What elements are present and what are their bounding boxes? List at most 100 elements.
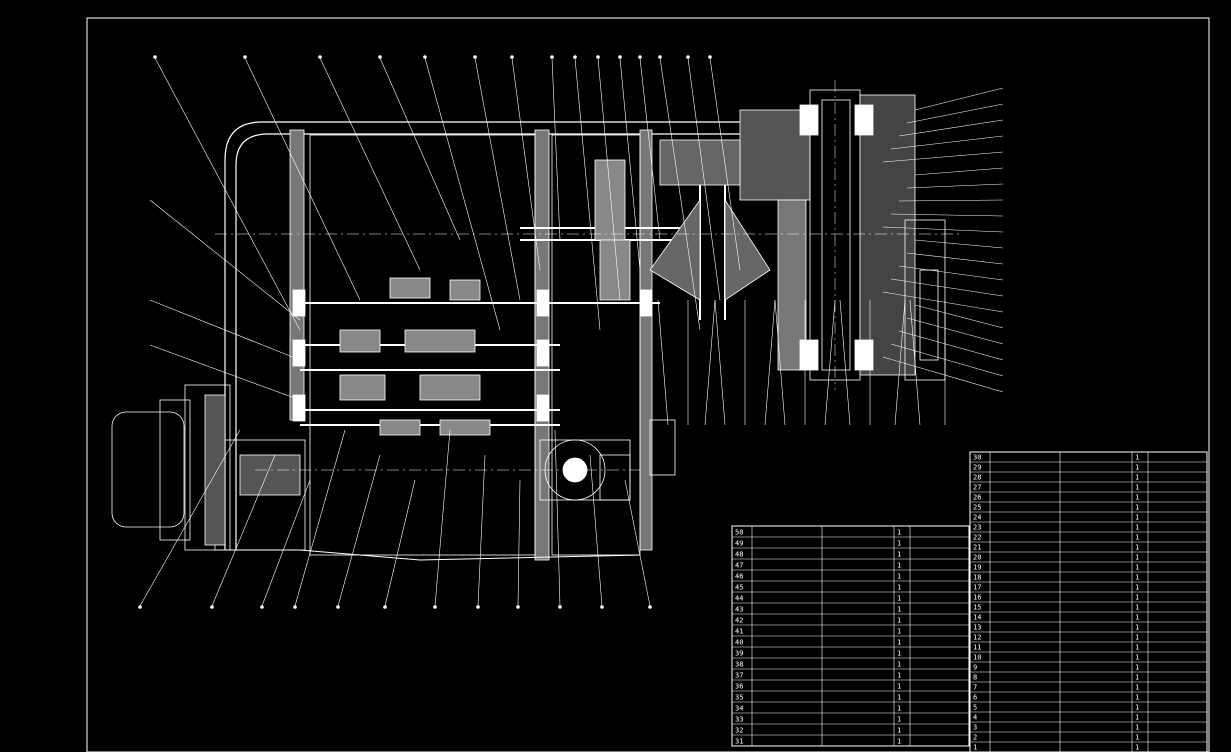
bom-cell: 34 (735, 705, 743, 713)
bom-cell: 1 (1135, 524, 1139, 532)
leader-line (890, 278, 1004, 297)
leader-line (294, 429, 346, 607)
bom-cell: 35 (735, 694, 743, 702)
bom-cell: 33 (735, 716, 743, 724)
bom-cell: 42 (735, 617, 743, 625)
balloon-dot (573, 55, 577, 59)
bom-cell: 18 (973, 574, 981, 582)
balloon-dot (558, 605, 562, 609)
bom-cell: 1 (897, 529, 901, 537)
leader-line (906, 252, 1004, 265)
bom-cell: 15 (973, 604, 981, 612)
bom-cell: 40 (735, 639, 743, 647)
leader-line (898, 265, 1004, 281)
bom-cell: 27 (973, 484, 981, 492)
bom-cell: 1 (1135, 544, 1139, 552)
leader-line (474, 57, 521, 301)
bom-cell: 46 (735, 573, 743, 581)
bom-cell: 1 (897, 683, 901, 691)
leader-line (517, 479, 521, 607)
balloon-dot (600, 605, 604, 609)
bom-cell: 1 (973, 744, 977, 752)
balloon-dot (383, 605, 387, 609)
bom-cell: 1 (1135, 574, 1139, 582)
bom-cell: 11 (973, 644, 981, 652)
leader-line (898, 330, 1004, 361)
bom-cell: 20 (973, 554, 981, 562)
bom-cell: 1 (897, 639, 901, 647)
bom-cell: 25 (973, 504, 981, 512)
balloon-dot (378, 55, 382, 59)
balloon-dot (708, 55, 712, 59)
leader-line (764, 299, 776, 426)
bom-cell: 1 (897, 617, 901, 625)
balloon-dot (686, 55, 690, 59)
bom-cell: 10 (973, 654, 981, 662)
leader-line (597, 57, 621, 301)
bom-cell: 13 (973, 624, 981, 632)
bom-cell: 24 (973, 514, 981, 522)
leader-line (657, 299, 669, 426)
bom-cell: 48 (735, 551, 743, 559)
bom-cell: 43 (735, 606, 743, 614)
bom-cell: 1 (1135, 634, 1139, 642)
bom-cell: 7 (973, 684, 977, 692)
balloon-dot (476, 605, 480, 609)
bom-cell: 31 (735, 738, 743, 746)
leader-line (337, 454, 381, 607)
leader-line (898, 199, 1004, 202)
bom-cell: 1 (1135, 494, 1139, 502)
leader-line (554, 429, 561, 607)
bom-cell: 1 (1135, 684, 1139, 692)
bom-cell: 8 (973, 674, 977, 682)
leader-line (211, 454, 276, 607)
leader-line (914, 304, 1004, 329)
balloon-dot (638, 55, 642, 59)
leader-line (551, 57, 561, 241)
bom-cell: 29 (973, 464, 981, 472)
bom-cell: 5 (973, 704, 977, 712)
bom-cell: 1 (1135, 664, 1139, 672)
bom-cell: 47 (735, 562, 743, 570)
bom-cell: 4 (973, 714, 977, 722)
bom-cell: 1 (1135, 714, 1139, 722)
leader-line (589, 454, 603, 607)
bom-cell: 1 (1135, 554, 1139, 562)
bom-cell: 1 (897, 705, 901, 713)
leader-line (882, 151, 1004, 163)
bom-cell: 32 (735, 727, 743, 735)
leader-line (906, 317, 1004, 345)
bom-cell: 1 (897, 628, 901, 636)
bom-cell: 1 (897, 716, 901, 724)
leader-line (774, 299, 786, 426)
bom-cell: 12 (973, 634, 981, 642)
bom-cell: 1 (1135, 514, 1139, 522)
bom-cell: 36 (735, 683, 743, 691)
bom-cell: 1 (1135, 484, 1139, 492)
leader-line (384, 479, 416, 607)
balloon-dot (473, 55, 477, 59)
bom-cell: 49 (735, 540, 743, 548)
leader-line (434, 429, 451, 607)
balloon-dot (423, 55, 427, 59)
bom-cell: 1 (897, 562, 901, 570)
bom-cell: 1 (1135, 654, 1139, 662)
balloon-dot (153, 55, 157, 59)
bom-cell: 50 (735, 529, 743, 537)
bom-cell: 1 (897, 573, 901, 581)
balloon-dot (658, 55, 662, 59)
leader-line (890, 343, 1004, 377)
bom-cell: 26 (973, 494, 981, 502)
bom-cell: 1 (897, 738, 901, 746)
bom-cell: 1 (1135, 594, 1139, 602)
bom-cell: 1 (897, 727, 901, 735)
bom-cell: 1 (897, 595, 901, 603)
bom-cell: 1 (1135, 504, 1139, 512)
bom-cell: 1 (897, 672, 901, 680)
balloon-dot (138, 605, 142, 609)
leader-line (511, 57, 541, 271)
leader-line (839, 299, 851, 426)
leader-line (244, 57, 361, 301)
motor (111, 411, 185, 528)
leader-line (477, 454, 486, 607)
